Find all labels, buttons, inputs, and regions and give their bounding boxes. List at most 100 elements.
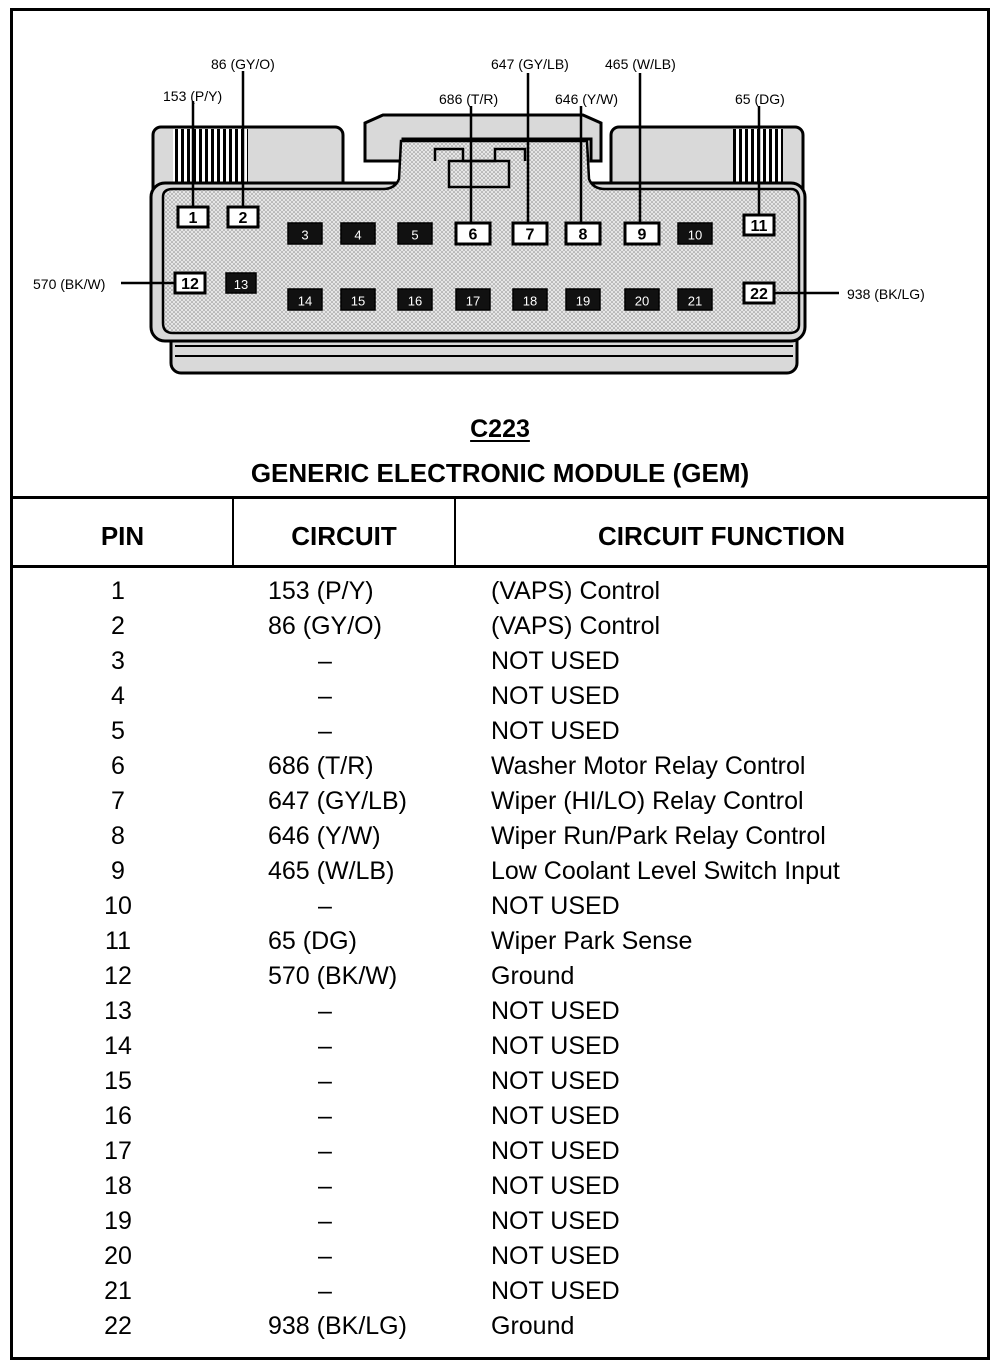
table-row: 22 938 (BK/LG) Ground: [13, 1309, 987, 1344]
pin-11: 11: [742, 213, 776, 237]
pin-label: 22: [750, 286, 768, 303]
circuit-code: –: [318, 1067, 332, 1095]
circuit-function: Low Coolant Level Switch Input: [491, 857, 840, 885]
pin-number: 6: [111, 752, 125, 780]
circuit-code: –: [318, 647, 332, 675]
pin-number: 8: [111, 822, 125, 850]
module-title: GENERIC ELECTRONIC MODULE (GEM): [250, 458, 750, 488]
pin-12: 12: [173, 271, 207, 295]
pin-label: 2: [239, 210, 248, 227]
circuit-function: (VAPS) Control: [491, 577, 661, 605]
circuit-function: Washer Motor Relay Control: [491, 752, 806, 780]
pin-10: 10: [677, 222, 713, 245]
pin-cavity: [455, 288, 491, 311]
pin-label: 20: [635, 294, 649, 309]
circuit-function: NOT USED: [491, 1242, 620, 1270]
pin-label: 3: [301, 228, 308, 243]
pin-cavity: [287, 288, 323, 311]
pin-1: 1: [176, 205, 210, 229]
connector-id: C223: [470, 415, 530, 443]
header-bottom-divider: [13, 565, 987, 568]
pin-number: 13: [104, 997, 132, 1025]
pin-cavity: [511, 221, 549, 246]
pin-2: 2: [226, 205, 260, 229]
pin-label: 16: [408, 294, 422, 309]
callout-leaders: [121, 71, 839, 295]
callout-label-pin-7: 647 (GY/LB): [491, 56, 569, 72]
pin-9: 9: [623, 221, 661, 246]
pin-label: 17: [466, 294, 480, 309]
table-row: 11 65 (DG) Wiper Park Sense: [13, 924, 987, 959]
pin-number: 11: [105, 927, 131, 955]
circuit-code: 65 (DG): [268, 927, 357, 955]
pin-label: 12: [181, 276, 199, 293]
callout-label-pin-6: 686 (T/R): [439, 91, 498, 107]
circuit-function: NOT USED: [491, 1172, 620, 1200]
pin-17: 17: [455, 288, 491, 311]
header-top-divider: [13, 496, 987, 499]
table-row: 5–NOT USED: [13, 714, 987, 749]
table-row: 3–NOT USED: [13, 644, 987, 679]
pin-number: 17: [104, 1137, 132, 1165]
pin-20: 20: [624, 288, 660, 311]
header-circuit: CIRCUIT: [291, 521, 397, 551]
circuit-function: NOT USED: [491, 1032, 620, 1060]
pin-label: 18: [523, 294, 537, 309]
circuit-function: NOT USED: [491, 1102, 620, 1130]
circuit-function: (VAPS) Control: [491, 612, 661, 640]
circuit-code: 938 (BK/LG): [268, 1312, 407, 1340]
callout-label-pin-12: 570 (BK/W): [33, 276, 105, 292]
pin-number: 12: [104, 962, 132, 990]
circuit-code: –: [318, 1032, 332, 1060]
pin-18: 18: [512, 288, 548, 311]
callout-label-pin-22: 938 (BK/LG): [847, 286, 925, 302]
column-separator: [232, 497, 234, 567]
header-function: CIRCUIT FUNCTION: [598, 521, 845, 551]
circuit-function: Ground: [491, 1312, 575, 1340]
circuit-code: –: [318, 892, 332, 920]
pin-cavity: [624, 288, 660, 311]
pin-cavity: [340, 288, 376, 311]
pin-7: 7: [511, 221, 549, 246]
pin-number: 21: [104, 1277, 132, 1305]
table-row: 17–NOT USED: [13, 1134, 987, 1169]
pin-22: 22: [742, 281, 776, 305]
circuit-code: 647 (GY/LB): [268, 787, 407, 815]
circuit-function: Wiper Park Sense: [491, 927, 693, 955]
circuit-code: –: [318, 1137, 332, 1165]
table-row: 18–NOT USED: [13, 1169, 987, 1204]
pin-cavity: [397, 288, 433, 311]
pin-label: 15: [351, 294, 365, 309]
pin-number: 22: [104, 1312, 132, 1340]
callout-label-pin-2: 86 (GY/O): [211, 56, 275, 72]
circuit-code: 686 (T/R): [268, 752, 374, 780]
callout-label-pin-9: 465 (W/LB): [605, 56, 676, 72]
circuit-code: –: [318, 1242, 332, 1270]
callout-label-pin-8: 646 (Y/W): [555, 91, 618, 107]
pin-14: 14: [287, 288, 323, 311]
circuit-code: 86 (GY/O): [268, 612, 382, 640]
pin-6: 6: [454, 221, 492, 246]
pin-21: 21: [677, 288, 713, 311]
pin-19: 19: [565, 288, 601, 311]
column-separator: [454, 497, 456, 567]
pin-cavity: [454, 221, 492, 246]
circuit-code: 646 (Y/W): [268, 822, 381, 850]
table-row: 6 686 (T/R) Washer Motor Relay Control: [13, 749, 987, 784]
table-row: 10–NOT USED: [13, 889, 987, 924]
pin-label: 10: [688, 228, 702, 243]
pin-number: 5: [111, 717, 125, 745]
pin-4: 4: [340, 222, 376, 245]
pin-cavity: [565, 288, 601, 311]
circuit-code: 570 (BK/W): [268, 962, 398, 990]
pin-cavity: [340, 222, 376, 245]
pin-label: 8: [579, 227, 588, 244]
circuit-code: 465 (W/LB): [268, 857, 395, 885]
pin-label: 13: [234, 277, 248, 292]
table-row: 4–NOT USED: [13, 679, 987, 714]
